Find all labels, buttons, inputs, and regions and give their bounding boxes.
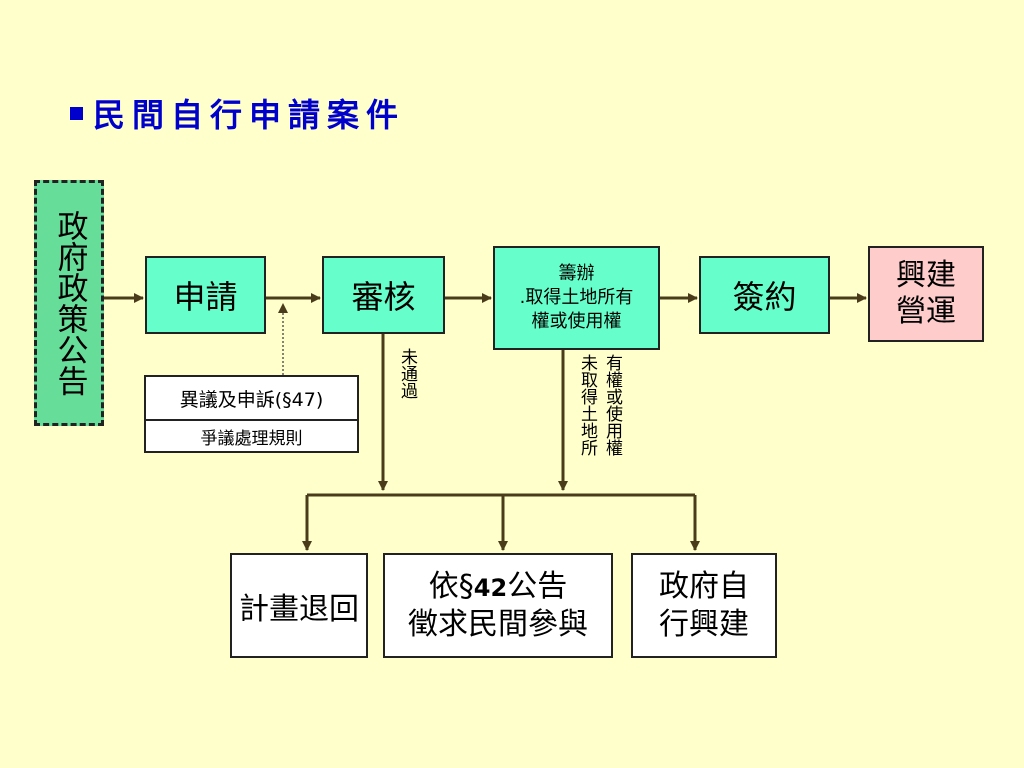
announce-line2: 徵求民間參與 (408, 606, 588, 642)
gov-line1: 政府自 (659, 569, 749, 604)
announce-line1: 依§42公告 (428, 569, 568, 604)
dispute-rules-text: 爭議處理規則 (200, 428, 303, 449)
policy-announcement-text: 政府政策公告 (51, 210, 88, 396)
return-plan-box: 計畫退回 (230, 553, 368, 658)
page-title-text: 民間自行申請案件 (93, 96, 406, 134)
bullet-square-icon (70, 106, 83, 120)
objection-box: 異議及申訴(§47) (144, 375, 359, 421)
prepare-title: 籌辦 (558, 262, 595, 284)
return-plan-text: 計畫退回 (239, 591, 359, 627)
build-operate-box: 興建 營運 (868, 246, 984, 342)
build-line1: 興建 (896, 258, 956, 293)
build-line2: 營運 (896, 294, 956, 329)
page-title: 民間自行申請案件 (70, 88, 405, 138)
prepare-box: 籌辦 .取得土地所有 權或使用權 (493, 246, 660, 350)
review-box: 審核 (322, 256, 445, 334)
not-passed-label: 未通過 (397, 348, 417, 399)
announce-participation-box: 依§42公告 徵求民間參與 (383, 553, 613, 658)
apply-box: 申請 (145, 256, 266, 334)
policy-announcement-box: 政府政策公告 (34, 180, 104, 426)
sign-text: 簽約 (732, 278, 797, 316)
dispute-rules-box: 爭議處理規則 (144, 419, 359, 453)
not-obtained-label-col1: 未取得土地所 (577, 354, 597, 456)
sign-box: 簽約 (699, 256, 830, 334)
apply-text: 申請 (173, 278, 238, 316)
gov-line2: 行興建 (659, 606, 749, 642)
objection-text: 異議及申訴(§47) (179, 388, 324, 411)
not-obtained-label-col2: 有權或使用權 (602, 354, 622, 456)
review-text: 審核 (351, 278, 416, 316)
prepare-line2: 權或使用權 (531, 311, 622, 333)
gov-self-build-box: 政府自 行興建 (631, 553, 777, 658)
prepare-line1: .取得土地所有 (519, 286, 634, 308)
